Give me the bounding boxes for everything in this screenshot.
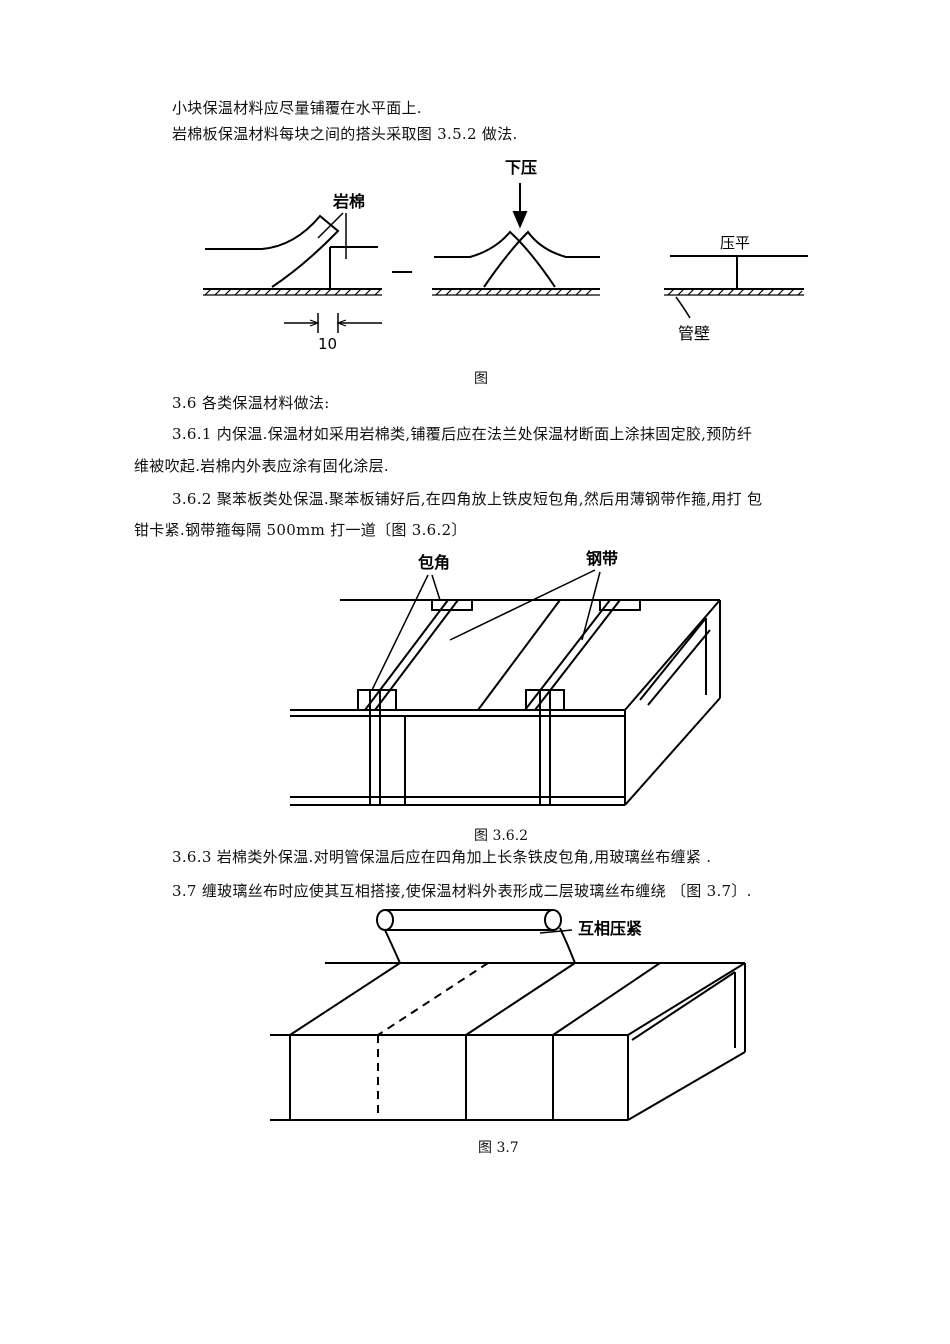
label-steel-band: 钢带: [586, 549, 618, 568]
para-3-6-1-line2: 维被吹起.岩棉内外表应涂有固化涂层.: [134, 457, 389, 475]
para-3-6-2-line1: 3.6.2 聚苯板类处保温.聚苯板铺好后,在四角放上铁皮短包角,然后用薄钢带作箍…: [172, 490, 763, 508]
para-3-6-2-line2: 钳卡紧.钢带箍每隔 500mm 打一道〔图 3.6.2〕: [134, 521, 467, 539]
label-press-down: 下压: [505, 158, 537, 177]
para-rockwool-joint: 岩棉板保温材料每块之间的搭头采取图 3.5.2 做法.: [172, 125, 518, 143]
label-flatten: 压平: [720, 234, 750, 252]
para-3-6-1-line1: 3.6.1 内保温.保温材如采用岩棉类,铺覆后应在法兰处保温材断面上涂抹固定胶,…: [172, 425, 753, 443]
label-pipe-wall: 管壁: [678, 324, 710, 343]
para-small-blocks: 小块保温材料应尽量铺覆在水平面上.: [172, 99, 422, 117]
figure-caption-2: 图 3.6.2: [474, 828, 529, 844]
label-corner-piece: 包角: [418, 553, 450, 572]
para-section-3-6: 3.6 各类保温材料做法:: [172, 394, 330, 412]
label-press-tight: 互相压紧: [578, 919, 642, 938]
para-3-7: 3.7 缠玻璃丝布时应使其互相搭接,使保温材料外表形成二层玻璃丝布缠绕 〔图 3…: [172, 882, 752, 900]
figure-caption-3: 图 3.7: [478, 1140, 519, 1156]
figure-caption-1: 图: [474, 371, 488, 387]
dimension-label: 10: [318, 335, 337, 353]
label-rockwool: 岩棉: [332, 192, 365, 211]
para-3-6-3: 3.6.3 岩棉类外保温.对明管保温后应在四角加上长条铁皮包角,用玻璃丝布缠紧 …: [172, 848, 712, 866]
